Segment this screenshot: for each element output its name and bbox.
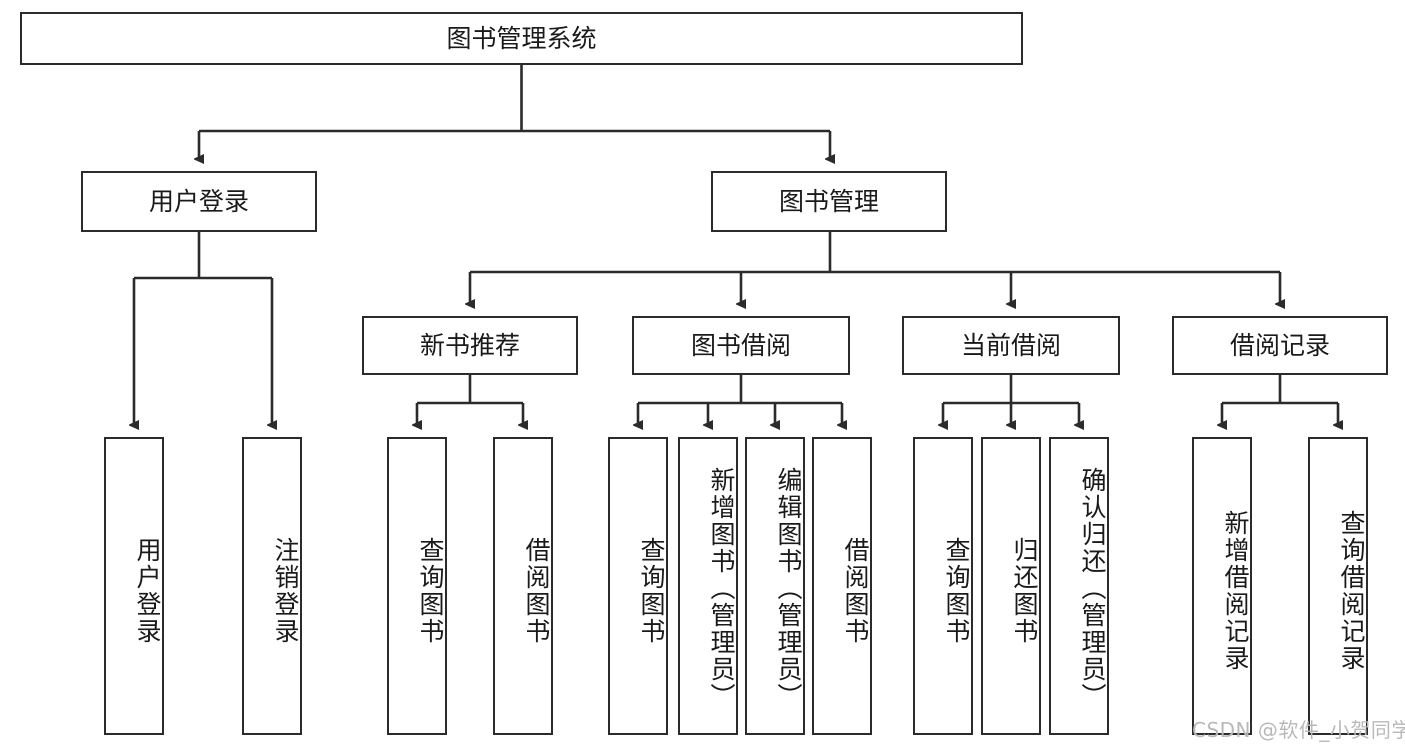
leaf-book-borrow-add-book-admin[interactable]: 新增图书（管理员）	[678, 437, 738, 735]
leaf-book-borrow-borrow-book[interactable]: 借阅图书	[812, 437, 872, 735]
leaf-new-book-borrow-book[interactable]: 借阅图书	[493, 437, 553, 735]
node-borrow-record[interactable]: 借阅记录	[1172, 316, 1388, 375]
leaf-borrow-record-add-record[interactable]: 新增借阅记录	[1192, 437, 1252, 735]
leaf-user-login-logout[interactable]: 注销登录	[242, 437, 302, 735]
leaf-current-borrow-query-book[interactable]: 查询图书	[913, 437, 973, 735]
leaf-current-borrow-confirm-return-admin[interactable]: 确认归还（管理员）	[1049, 437, 1109, 735]
node-book-borrow[interactable]: 图书借阅	[632, 316, 850, 375]
node-book-management[interactable]: 图书管理	[711, 171, 947, 232]
leaf-current-borrow-return-book[interactable]: 归还图书	[981, 437, 1041, 735]
csdn-watermark: CSDN @软件_小贺同学	[1192, 718, 1405, 742]
node-root-library-system[interactable]: 图书管理系统	[20, 12, 1023, 65]
node-current-borrow[interactable]: 当前借阅	[902, 316, 1120, 375]
leaf-user-login-login[interactable]: 用户登录	[104, 437, 164, 735]
leaf-borrow-record-query-record[interactable]: 查询借阅记录	[1308, 437, 1368, 735]
node-user-login[interactable]: 用户登录	[81, 171, 317, 232]
node-new-book-recommend[interactable]: 新书推荐	[362, 316, 578, 375]
leaf-book-borrow-query-book[interactable]: 查询图书	[608, 437, 668, 735]
leaf-book-borrow-edit-book-admin[interactable]: 编辑图书（管理员）	[745, 437, 805, 735]
leaf-new-book-query-book[interactable]: 查询图书	[387, 437, 447, 735]
